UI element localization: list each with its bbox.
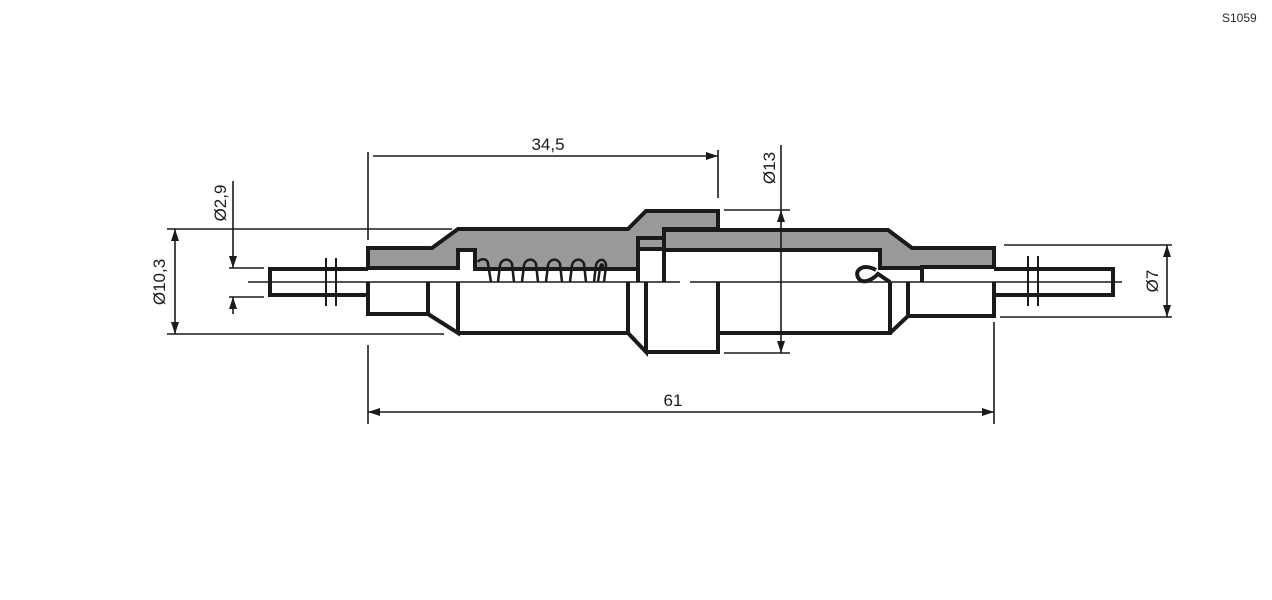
dimension-34-5-label: 34,5 [531,135,564,154]
dimension-d7-label: Ø7 [1143,270,1162,293]
dimension-d2-9-label: Ø2,9 [211,185,230,222]
dimension-d2-9: Ø2,9 [211,181,264,314]
right-body [855,265,996,335]
dimension-d13-label: Ø13 [760,152,779,184]
dimension-61: 61 [367,322,995,424]
dimension-d10-3: Ø10,3 [150,228,452,335]
drawing-code: S1059 [1222,11,1257,25]
spring [476,258,608,283]
dimension-61-label: 61 [664,391,683,410]
right-pin [994,256,1115,306]
dimension-d7: Ø7 [1000,244,1172,318]
dimension-d10-3-label: Ø10,3 [150,259,169,305]
dimension-d13: Ø13 [724,145,790,354]
left-body [366,282,648,358]
housing-section [366,209,996,271]
dimension-34-5: 34,5 [367,135,719,240]
central-collar [636,236,892,354]
